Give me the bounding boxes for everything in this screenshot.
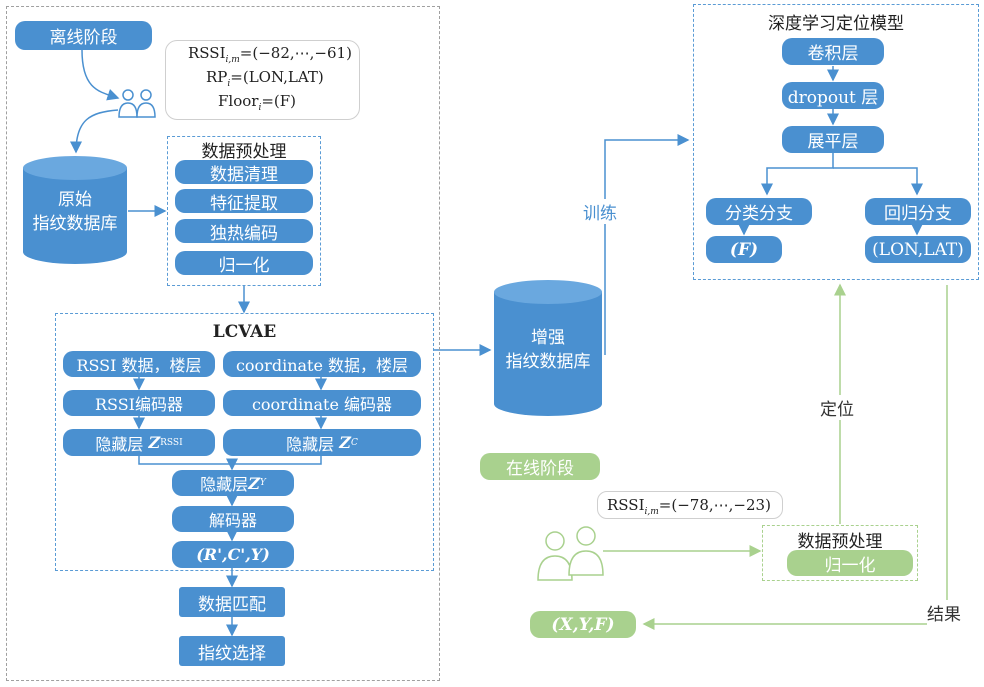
lcvae-title: LCVAE xyxy=(212,322,277,342)
offline-frame xyxy=(6,6,440,681)
model-flatten: 展平层 xyxy=(782,126,884,153)
model-title: 深度学习定位模型 xyxy=(768,14,904,34)
model-reg-out: (LON,LAT) xyxy=(865,236,971,263)
rp-info-line: RPi=(LON,LAT) xyxy=(206,68,324,89)
arrow-users-to-db xyxy=(70,109,119,154)
locate-label: 定位 xyxy=(820,395,854,420)
lcvae-frame xyxy=(55,313,434,571)
step-clean: 数据清理 xyxy=(175,160,313,185)
online-stage-label: 在线阶段 xyxy=(480,453,600,480)
step-feature: 特征提取 xyxy=(175,189,313,214)
final-output: (X,Y,F) xyxy=(530,611,636,638)
step-onehot: 独热编码 xyxy=(175,219,313,244)
fingerprint-select: 指纹选择 xyxy=(179,636,285,666)
model-reg-branch: 回归分支 xyxy=(865,198,971,225)
offline-stage-label: 离线阶段 xyxy=(15,21,152,50)
augmented-db-label: 增强指纹数据库 xyxy=(505,328,591,372)
model-conv: 卷积层 xyxy=(782,38,884,65)
preprocess-title: 数据预处理 xyxy=(201,142,287,162)
model-dropout: dropout 层 xyxy=(782,82,884,109)
lcvae-left-input: RSSI 数据，楼层 xyxy=(63,351,215,377)
result-label: 结果 xyxy=(927,600,961,625)
lcvae-left-encoder: RSSI编码器 xyxy=(63,390,215,416)
offline-info-box: RSSIi,m=(−82,⋯,−61) RPi=(LON,LAT) Floori… xyxy=(165,40,360,120)
lcvae-output: (R',C',Y) xyxy=(172,541,294,568)
model-cls-out: (F) xyxy=(706,236,782,263)
model-frame xyxy=(693,4,979,280)
original-db-label: 原始指纹数据库 xyxy=(32,190,118,234)
online-preprocess-title: 数据预处理 xyxy=(797,532,883,552)
online-normalize: 归一化 xyxy=(787,550,913,576)
online-rssi-box: RSSIi,m=(−78,⋯,−23) xyxy=(597,491,783,519)
train-label: 训练 xyxy=(583,199,617,224)
floor-info-line: Floori=(F) xyxy=(218,92,297,113)
online-rssi-line: RSSIi,m=(−78,⋯,−23) xyxy=(607,496,771,517)
lcvae-decoder: 解码器 xyxy=(172,506,294,532)
arrow-flatten-to-reg xyxy=(833,167,923,196)
arrow-stage-to-users xyxy=(81,49,120,101)
online-preprocess-frame xyxy=(762,525,918,581)
arrow-flatten-to-cls xyxy=(761,153,834,196)
data-match: 数据匹配 xyxy=(179,587,285,617)
rssi-info-line: RSSIi,m=(−82,⋯,−61) xyxy=(188,44,352,65)
model-cls-branch: 分类分支 xyxy=(706,198,812,225)
arrow-train xyxy=(604,134,690,355)
step-normalize: 归一化 xyxy=(175,251,313,276)
lcvae-right-encoder: coordinate 编码器 xyxy=(223,390,421,416)
lcvae-right-input: coordinate 数据，楼层 xyxy=(223,351,421,377)
preprocess-frame xyxy=(167,136,321,286)
